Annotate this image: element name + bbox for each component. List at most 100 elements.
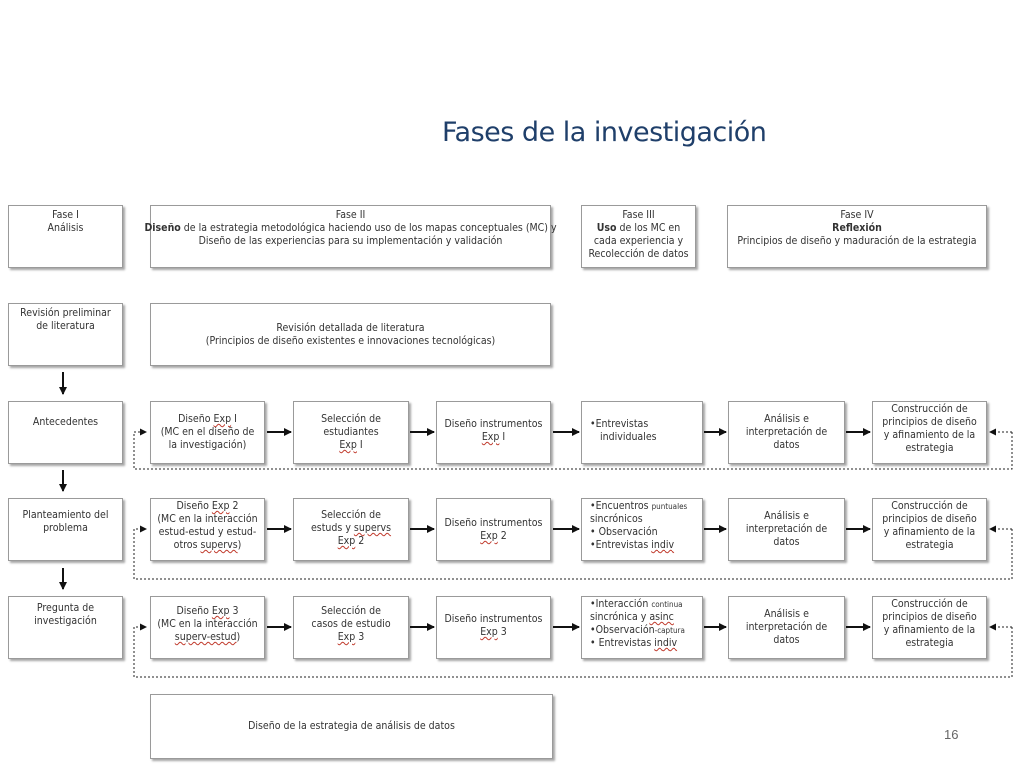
phase-4-line-3: Principios de diseño y maduración de la … [737, 235, 977, 247]
phase-1-subtitle: Análisis [47, 222, 84, 234]
diseno-exp2-box: Diseño Exp 2 (MC en la interacción estud… [150, 498, 265, 561]
analisis-exp1-l1: Análisis e [764, 413, 809, 425]
seleccion-exp1-box: Selección de estudiantes Exp I [293, 401, 409, 464]
phase-2-line-2: Diseño de la estrategia metodológica hac… [144, 222, 556, 235]
construccion-exp1-l1: Construcción de [891, 403, 968, 415]
phase-3-text: de los MC en [616, 222, 681, 234]
recoleccion-exp3-b3a: • Entrevistas [590, 637, 655, 649]
dotted-feedback-arrow-icon [133, 428, 1013, 470]
revision-preliminar-l2: de literatura [36, 320, 95, 332]
seleccion-exp1-l2: estudiantes [323, 426, 379, 438]
phase-3-line-3: cada experiencia y [593, 235, 684, 247]
diseno-exp1-box: Diseño Exp I (MC en el diseño de la inve… [150, 401, 265, 464]
estrategia-analisis-box: Diseño de la estrategia de análisis de d… [150, 694, 553, 759]
planteamiento-box: Planteamiento del problema [8, 498, 123, 561]
analisis-exp2-l1: Análisis e [764, 510, 809, 522]
recoleccion-exp1-b1b: individuales [600, 431, 657, 443]
revision-preliminar-l1: Revisión preliminar [20, 307, 111, 319]
construccion-exp3-l1: Construcción de [891, 598, 968, 610]
seleccion-exp2-l1: Selección de [321, 509, 381, 521]
revision-preliminar-box: Revisión preliminar de literatura [8, 303, 123, 366]
seleccion-exp2-box: Selección de estuds y supervs Exp 2 [293, 498, 409, 561]
seleccion-exp2-l2b: supervs [353, 522, 392, 534]
construccion-exp1-l4: estrategia [905, 442, 954, 454]
seleccion-exp3-l1: Selección de [321, 605, 381, 617]
analisis-exp2-box: Análisis e interpretación de datos [728, 498, 845, 561]
analisis-exp3-l1: Análisis e [764, 608, 809, 620]
analisis-exp3-l2: interpretación de [745, 621, 828, 633]
recoleccion-exp3-b2: •Observación [590, 624, 655, 636]
recoleccion-exp1-box: •Entrevistas individuales [581, 401, 703, 464]
phase-3-line-4: Recolección de datos [588, 248, 689, 260]
phase-3-box: Fase III Uso de los MC en cada experienc… [581, 205, 696, 268]
phase-3-line-2: Uso de los MC en [597, 222, 680, 235]
estrategia-analisis-label: Diseño de la estrategia de análisis de d… [248, 720, 455, 732]
page-title: Fases de la investigación [442, 117, 767, 148]
instrumentos-exp1-l2a: Exp [481, 431, 500, 443]
diseno-exp2-l4c: ) [237, 539, 242, 551]
instrumentos-exp3-l2b: 3 [497, 626, 507, 638]
analisis-exp2-l3: datos [773, 536, 800, 548]
antecedentes-box: Antecedentes [8, 401, 123, 464]
instrumentos-exp1-l2b: I [499, 431, 506, 443]
recoleccion-exp2-b2: • Observación [590, 526, 658, 538]
diseno-exp3-l1a: Diseño [176, 605, 212, 617]
analisis-exp1-l2: interpretación de [745, 426, 828, 438]
seleccion-exp1-l3b: I [356, 439, 363, 451]
instrumentos-exp1-l1: Diseño instrumentos [444, 418, 543, 430]
pregunta-l2: investigación [34, 615, 97, 627]
phase-4-title: Fase IV [840, 209, 874, 221]
construccion-exp2-l2: principios de diseño [882, 513, 977, 525]
phase-1-box: Fase I Análisis [8, 205, 123, 268]
recoleccion-exp2-b1: •Encuentros [590, 500, 652, 512]
analisis-exp1-l3: datos [773, 439, 800, 451]
instrumentos-exp2-l2b: 2 [497, 530, 507, 542]
instrumentos-exp2-box: Diseño instrumentos Exp 2 [436, 498, 551, 561]
instrumentos-exp3-l1: Diseño instrumentos [444, 613, 543, 625]
diseno-exp1-l1b: Exp [213, 413, 232, 425]
construccion-exp3-l3: y afinamiento de la [883, 624, 976, 636]
planteamiento-l1: Planteamiento del [22, 509, 109, 521]
recoleccion-exp3-b3b: indiv [654, 637, 678, 649]
seleccion-exp1-l3a: Exp [339, 439, 357, 451]
diseno-exp2-l4a: otros [173, 539, 201, 551]
seleccion-exp2-l3b: 2 [355, 535, 365, 547]
diseno-exp3-l3b: superv-estud [174, 631, 237, 643]
construccion-exp2-l3: y afinamiento de la [883, 526, 976, 538]
instrumentos-exp2-l2a: Exp [480, 530, 498, 542]
seleccion-exp1-l1: Selección de [321, 413, 381, 425]
phase-3-title: Fase III [622, 209, 655, 221]
construccion-exp2-l1: Construcción de [891, 500, 968, 512]
phase-4-box: Fase IV Reflexión Principios de diseño y… [727, 205, 987, 268]
seleccion-exp2-l3a: Exp [337, 535, 356, 547]
recoleccion-exp3-b2s: -captura [654, 626, 685, 635]
phase-3-bold: Uso [596, 222, 617, 234]
analisis-exp2-l2: interpretación de [745, 523, 828, 535]
construccion-exp1-box: Construcción de principios de diseño y a… [872, 401, 987, 464]
antecedentes-label: Antecedentes [32, 416, 99, 428]
pregunta-l1: Pregunta de [36, 602, 95, 614]
phase-2-text: de la estrategia metodológica haciendo u… [180, 222, 557, 234]
diseno-exp3-l3c: ) [236, 631, 241, 643]
instrumentos-exp3-l2a: Exp [480, 626, 498, 638]
dotted-feedback-arrow-icon [133, 623, 1013, 678]
seleccion-exp3-l3b: 3 [355, 631, 365, 643]
diseno-exp3-box: Diseño Exp 3 (MC en la interacción super… [150, 596, 265, 659]
analisis-exp1-box: Análisis e interpretación de datos [728, 401, 845, 464]
planteamiento-l2: problema [43, 522, 88, 534]
instrumentos-exp1-box: Diseño instrumentos Exp I [436, 401, 551, 464]
construccion-exp3-l4: estrategia [905, 637, 954, 649]
diseno-exp3-l1c: 3 [229, 605, 239, 617]
phase-4-bold: Reflexión [832, 222, 882, 234]
analisis-exp3-l3: datos [773, 634, 800, 646]
recoleccion-exp2-b1s: puntuales [651, 502, 688, 511]
phase-2-box: Fase II Diseño de la estrategia metodoló… [144, 205, 557, 268]
recoleccion-exp3-box: •Interacción continua sincrónica y asinc… [581, 596, 703, 659]
diseno-exp3-l1b: Exp [211, 605, 230, 617]
recoleccion-exp2-box: •Encuentros puntuales sincrónicos • Obse… [581, 498, 703, 561]
diseno-exp1-l1c: I [231, 413, 237, 425]
phase-1-title: Fase I [52, 209, 79, 221]
construccion-exp1-l2: principios de diseño [882, 416, 977, 428]
seleccion-exp3-l3a: Exp [337, 631, 356, 643]
